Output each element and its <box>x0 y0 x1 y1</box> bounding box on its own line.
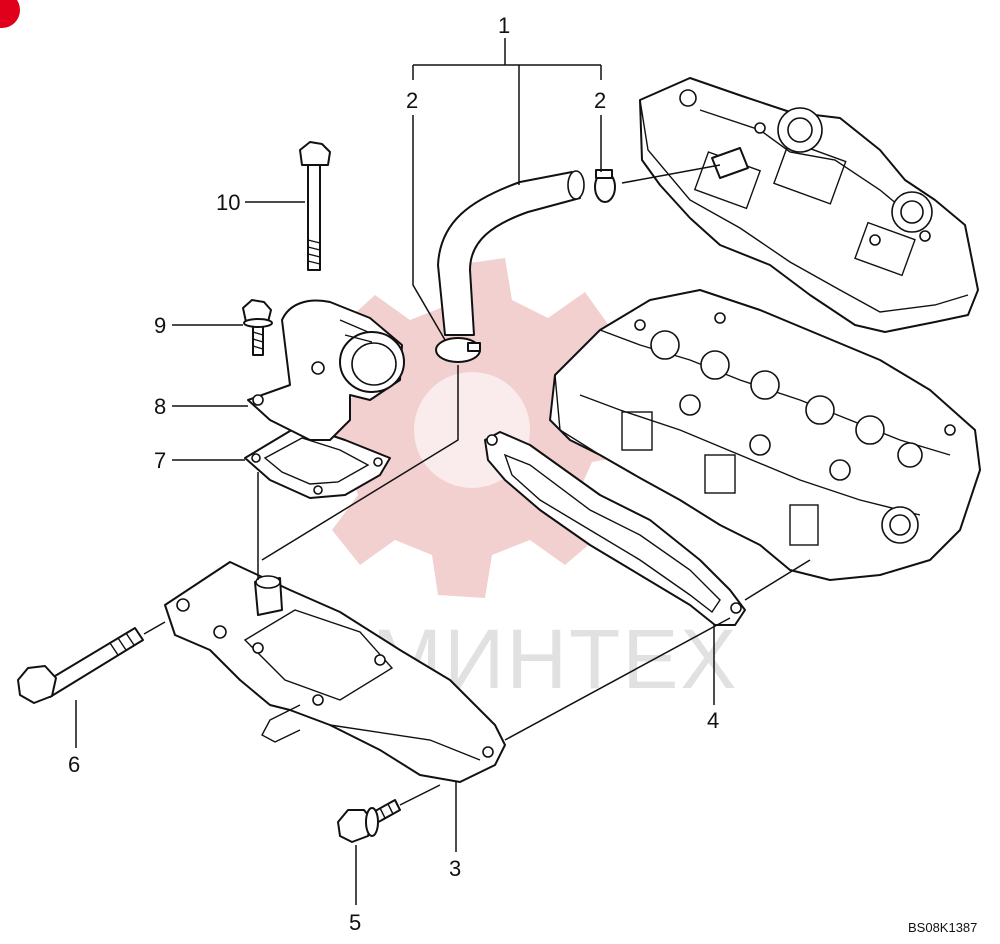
callout-2-right: 2 <box>594 88 606 113</box>
intake-elbow <box>247 299 405 441</box>
callout-8: 8 <box>154 394 166 419</box>
bolt-long-lower <box>17 627 144 704</box>
cylinder-head <box>549 289 981 581</box>
callout-1: 1 <box>498 13 510 38</box>
hose-clamp-lower <box>435 337 481 363</box>
leader-lines <box>75 38 811 905</box>
intake-manifold <box>164 561 506 783</box>
manifold-gasket <box>484 431 746 626</box>
bolt-short-flanged <box>242 299 273 356</box>
callout-4: 4 <box>707 708 719 733</box>
callout-3: 3 <box>449 856 461 881</box>
corner-marker <box>0 0 20 28</box>
callout-2-left: 2 <box>406 88 418 113</box>
callout-5: 5 <box>349 910 361 935</box>
callout-9: 9 <box>154 313 166 338</box>
bolt-long-top <box>299 141 331 271</box>
callout-6: 6 <box>68 752 80 777</box>
hose-clamp-upper <box>594 169 616 203</box>
callout-10: 10 <box>216 190 240 215</box>
bolt-flanged-lower <box>337 799 401 843</box>
valve-cover <box>639 77 979 333</box>
callout-7: 7 <box>154 448 166 473</box>
breather-hose <box>437 170 585 336</box>
drawing-code: BS08K1387 <box>908 920 977 935</box>
